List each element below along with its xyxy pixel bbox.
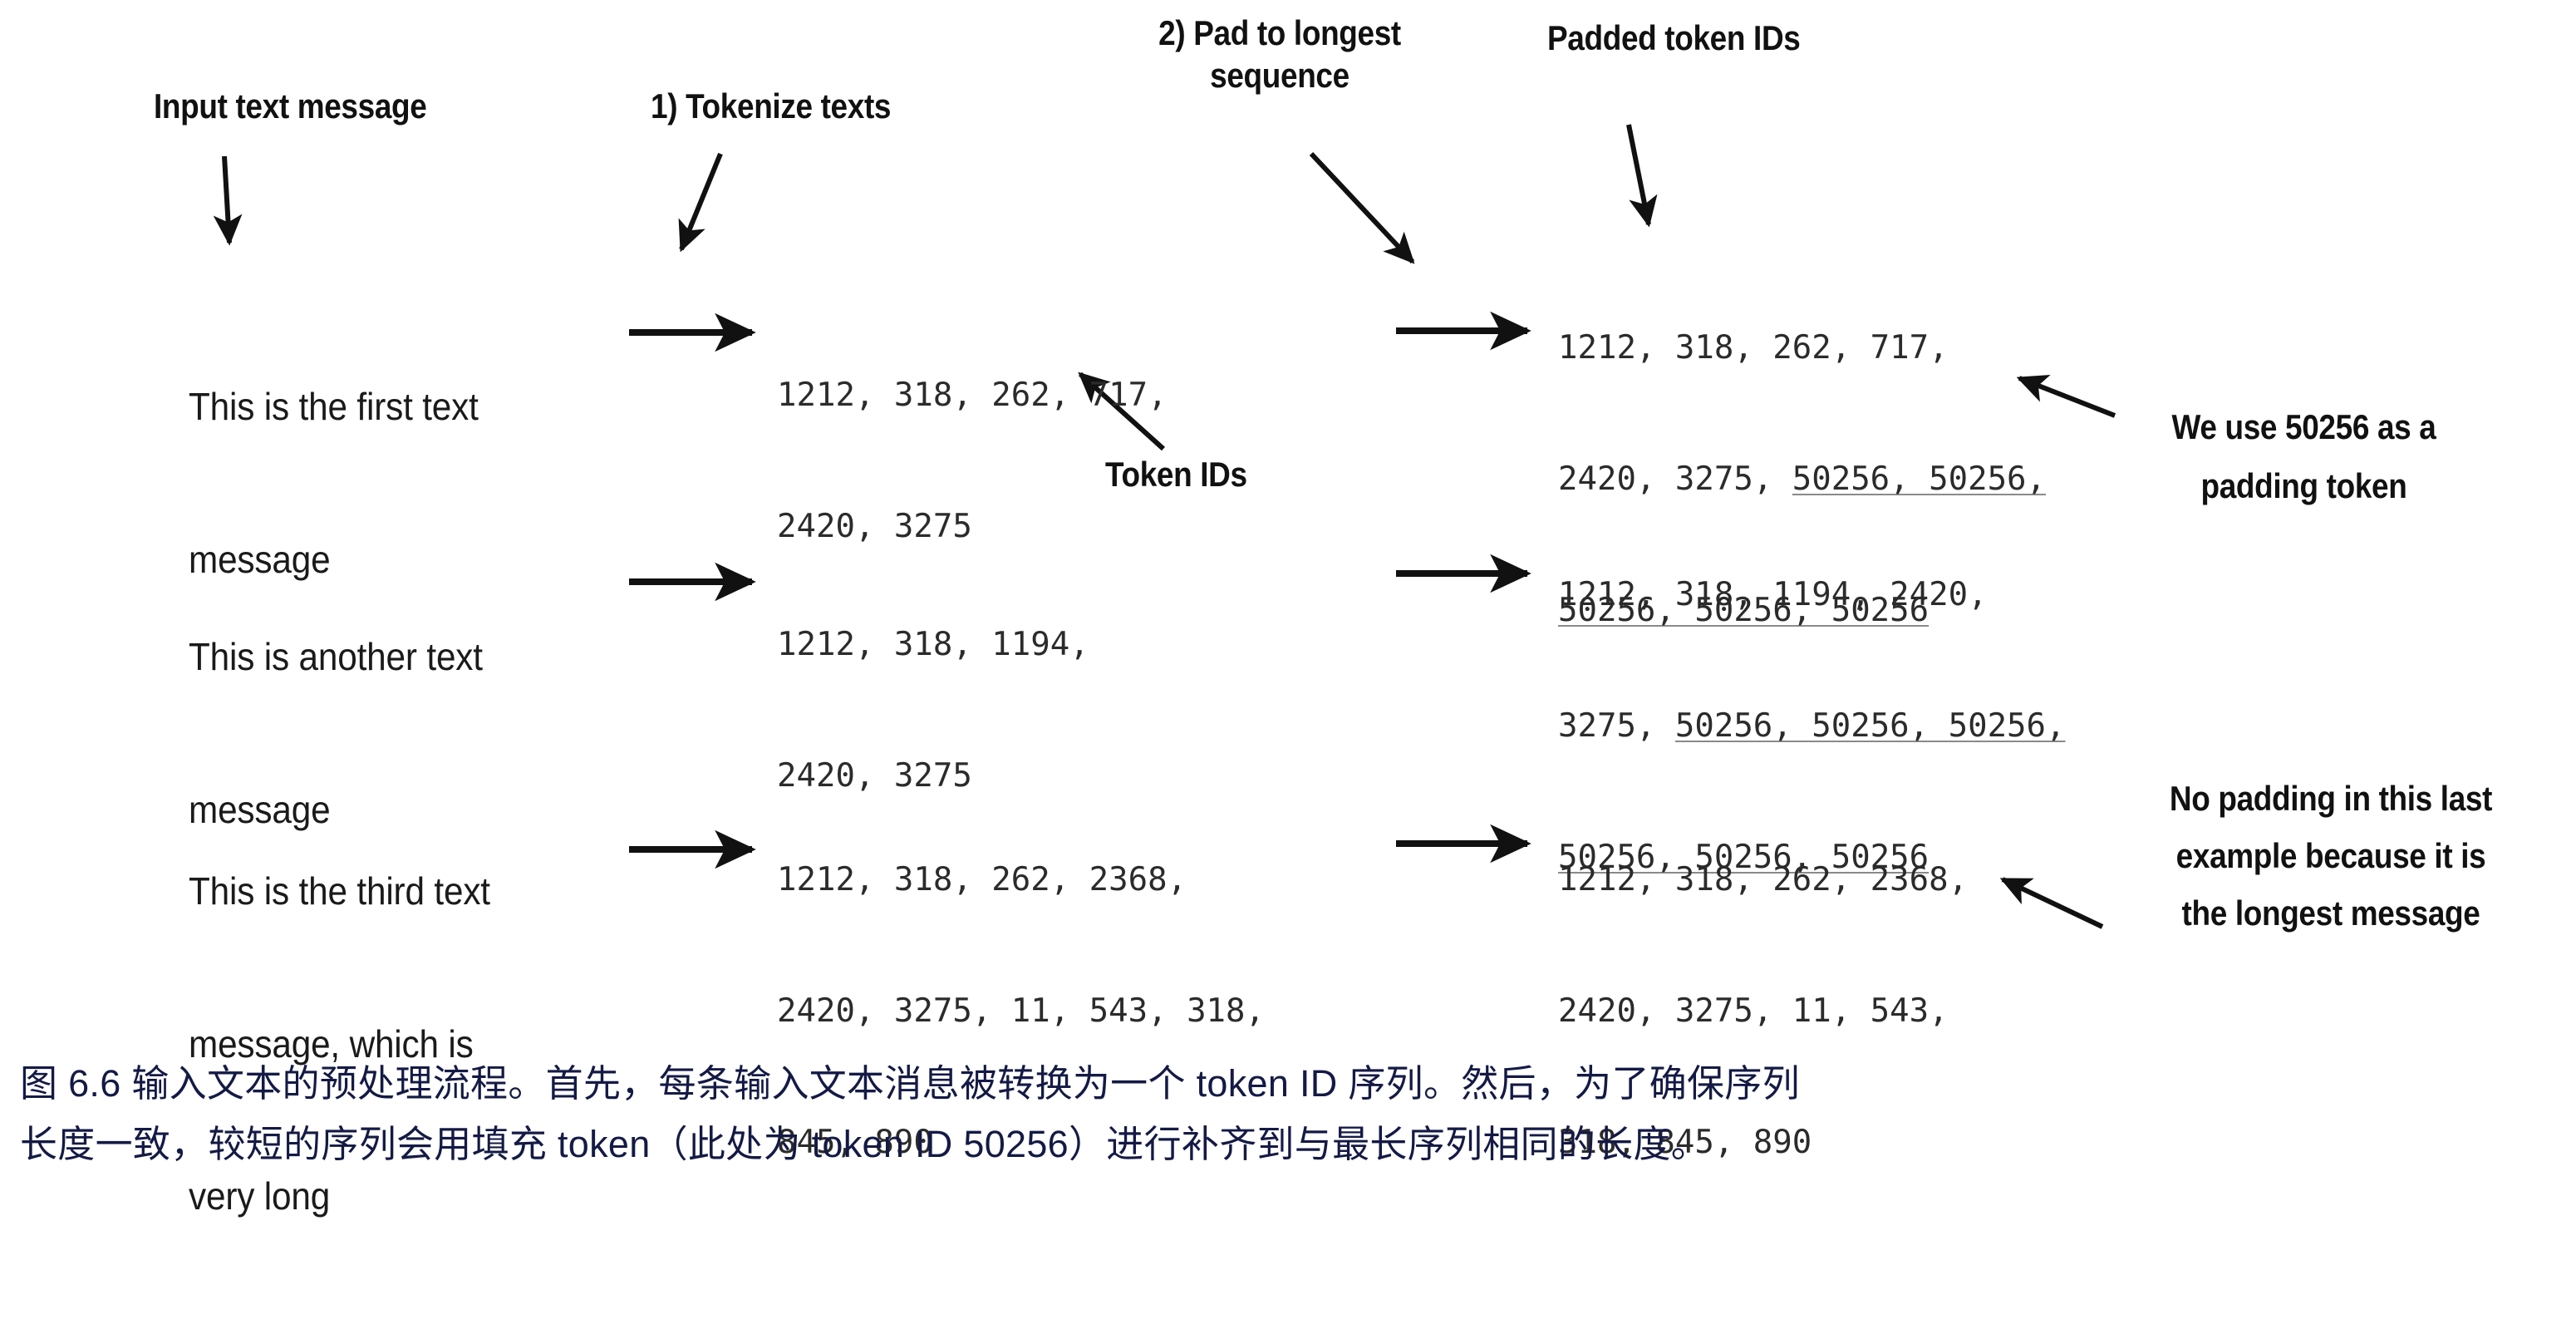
label-tokenize-texts: 1) Tokenize texts	[651, 86, 892, 126]
row-3-padded-line3-plain: 318, 845, 890	[1558, 1124, 1812, 1162]
row-1-padded-line2-plain: 2420, 3275,	[1558, 460, 1792, 499]
row-2-padded-line1: 1212, 318, 1194, 2420,	[1558, 573, 2066, 618]
row-2-padded-token-ids: 1212, 318, 1194, 2420, 3275, 50256, 5025…	[1558, 486, 2066, 967]
figure-caption-line1: 图 6.6 输入文本的预处理流程。首先，每条输入文本消息被转换为一个 token…	[20, 1062, 1800, 1105]
row-1-padded-line2: 2420, 3275, 50256, 50256,	[1558, 458, 2046, 502]
label-pad-to-longest: 2) Pad to longest sequence	[1105, 12, 1454, 96]
row-1-padded-token-ids: 1212, 318, 262, 717, 2420, 3275, 50256, …	[1558, 239, 2046, 721]
row-2-padded-line3: 50256, 50256, 50256	[1558, 836, 2066, 880]
label-token-ids: Token IDs	[1105, 455, 1247, 494]
row-1-message-line2: message	[189, 537, 331, 581]
row-3-token-ids-line2: 2420, 3275, 11, 543, 318,	[777, 992, 1265, 1031]
row-1-padded-line2-pad: 50256, 50256,	[1792, 460, 2047, 499]
note-no-padding-line3: the longest message	[2181, 893, 2480, 933]
row-2-token-ids-line2: 2420, 3275	[777, 757, 972, 795]
arrow-tokenize-texts	[678, 152, 723, 253]
row-1-padded-line1: 1212, 318, 262, 717,	[1558, 327, 2046, 371]
row-3-message-line1: This is the third text	[189, 869, 490, 913]
row-1-padded-line1-plain: 1212, 318, 262, 717,	[1558, 329, 1949, 367]
row-1-token-ids-line1: 1212, 318, 262, 717,	[777, 377, 1168, 415]
note-no-padding: No padding in this last example because …	[2115, 777, 2547, 935]
note-no-padding-line2: example because it is	[2175, 836, 2486, 876]
row-1-message: This is the first text message	[189, 280, 586, 687]
arrow-pad-to-longest	[1309, 151, 1415, 264]
row-2-padded-line3-pad: 50256, 50256, 50256	[1558, 839, 1930, 877]
label-padded-token-ids: Padded token IDs	[1547, 18, 1801, 57]
row-3-padded-line1: 1212, 318, 262, 2368,	[1558, 859, 1968, 903]
row-2-token-ids: 1212, 318, 1194, 2420, 3275	[777, 536, 1089, 886]
row-2-padded-line2: 3275, 50256, 50256, 50256,	[1558, 705, 2066, 749]
row-2-message-line2: message	[189, 787, 331, 831]
row-2-padded-line1-plain: 1212, 318, 1194, 2420,	[1558, 576, 1988, 614]
arrow-padded-token-ids	[1626, 124, 1658, 228]
row-1-padded-line3: 50256, 50256, 50256	[1558, 589, 2046, 633]
row-1-message-line1: This is the first text	[189, 385, 479, 429]
label-pad-to-longest-line1: 2) Pad to longest	[1158, 13, 1401, 52]
row-3-message-line3: very long	[189, 1174, 331, 1218]
row-3-token-ids-line1: 1212, 318, 262, 2368,	[777, 861, 1187, 899]
figure-caption: 图 6.6 输入文本的预处理流程。首先，每条输入文本消息被转换为一个 token…	[20, 1054, 2563, 1175]
row-3-padded-token-ids: 1212, 318, 262, 2368, 2420, 3275, 11, 54…	[1558, 771, 1968, 1253]
row-3-message-line2: message, which is	[189, 1021, 474, 1066]
note-padding-token-line1: We use 50256 as a	[2171, 407, 2436, 446]
row-3-padded-line2: 2420, 3275, 11, 543,	[1558, 990, 1968, 1034]
row-1-padded-line3-pad: 50256, 50256, 50256	[1558, 592, 1930, 630]
row-3-padded-line3: 318, 845, 890	[1558, 1121, 1968, 1165]
row-3-message: This is the third text message, which is…	[189, 765, 617, 1324]
row-2-message-line1: This is another text	[189, 635, 483, 679]
row-2-padded-line2-pad: 50256, 50256, 50256,	[1674, 707, 2066, 746]
row-1-token-ids-line2: 2420, 3275	[777, 508, 972, 546]
figure-canvas: Input text message 1) Tokenize texts 2) …	[20, 12, 2563, 1218]
arrow-input-text-message	[213, 155, 243, 246]
row-1-token-ids: 1212, 318, 262, 717, 2420, 3275	[777, 287, 1168, 637]
note-padding-token-line2: padding token	[2200, 466, 2407, 506]
label-input-text-message: Input text message	[154, 86, 427, 126]
row-3-padded-line1-plain: 1212, 318, 262, 2368,	[1558, 861, 1969, 899]
row-3-token-ids-line3: 845, 890	[777, 1124, 933, 1162]
row-2-padded-line2-plain: 3275,	[1558, 707, 1675, 746]
row-2-message: This is another text message	[189, 530, 586, 937]
label-pad-to-longest-line2: sequence	[1210, 56, 1349, 96]
row-2-token-ids-line1: 1212, 318, 1194,	[777, 626, 1089, 664]
row-3-padded-line2-plain: 2420, 3275, 11, 543,	[1558, 992, 1949, 1031]
note-padding-token: We use 50256 as a padding token	[2115, 406, 2493, 507]
row-3-token-ids: 1212, 318, 262, 2368, 2420, 3275, 11, 54…	[777, 771, 1265, 1253]
figure-caption-line2: 长度一致，较短的序列会用填充 token（此处为 token ID 50256）…	[20, 1122, 1709, 1165]
note-no-padding-line1: No padding in this last	[2169, 779, 2493, 818]
